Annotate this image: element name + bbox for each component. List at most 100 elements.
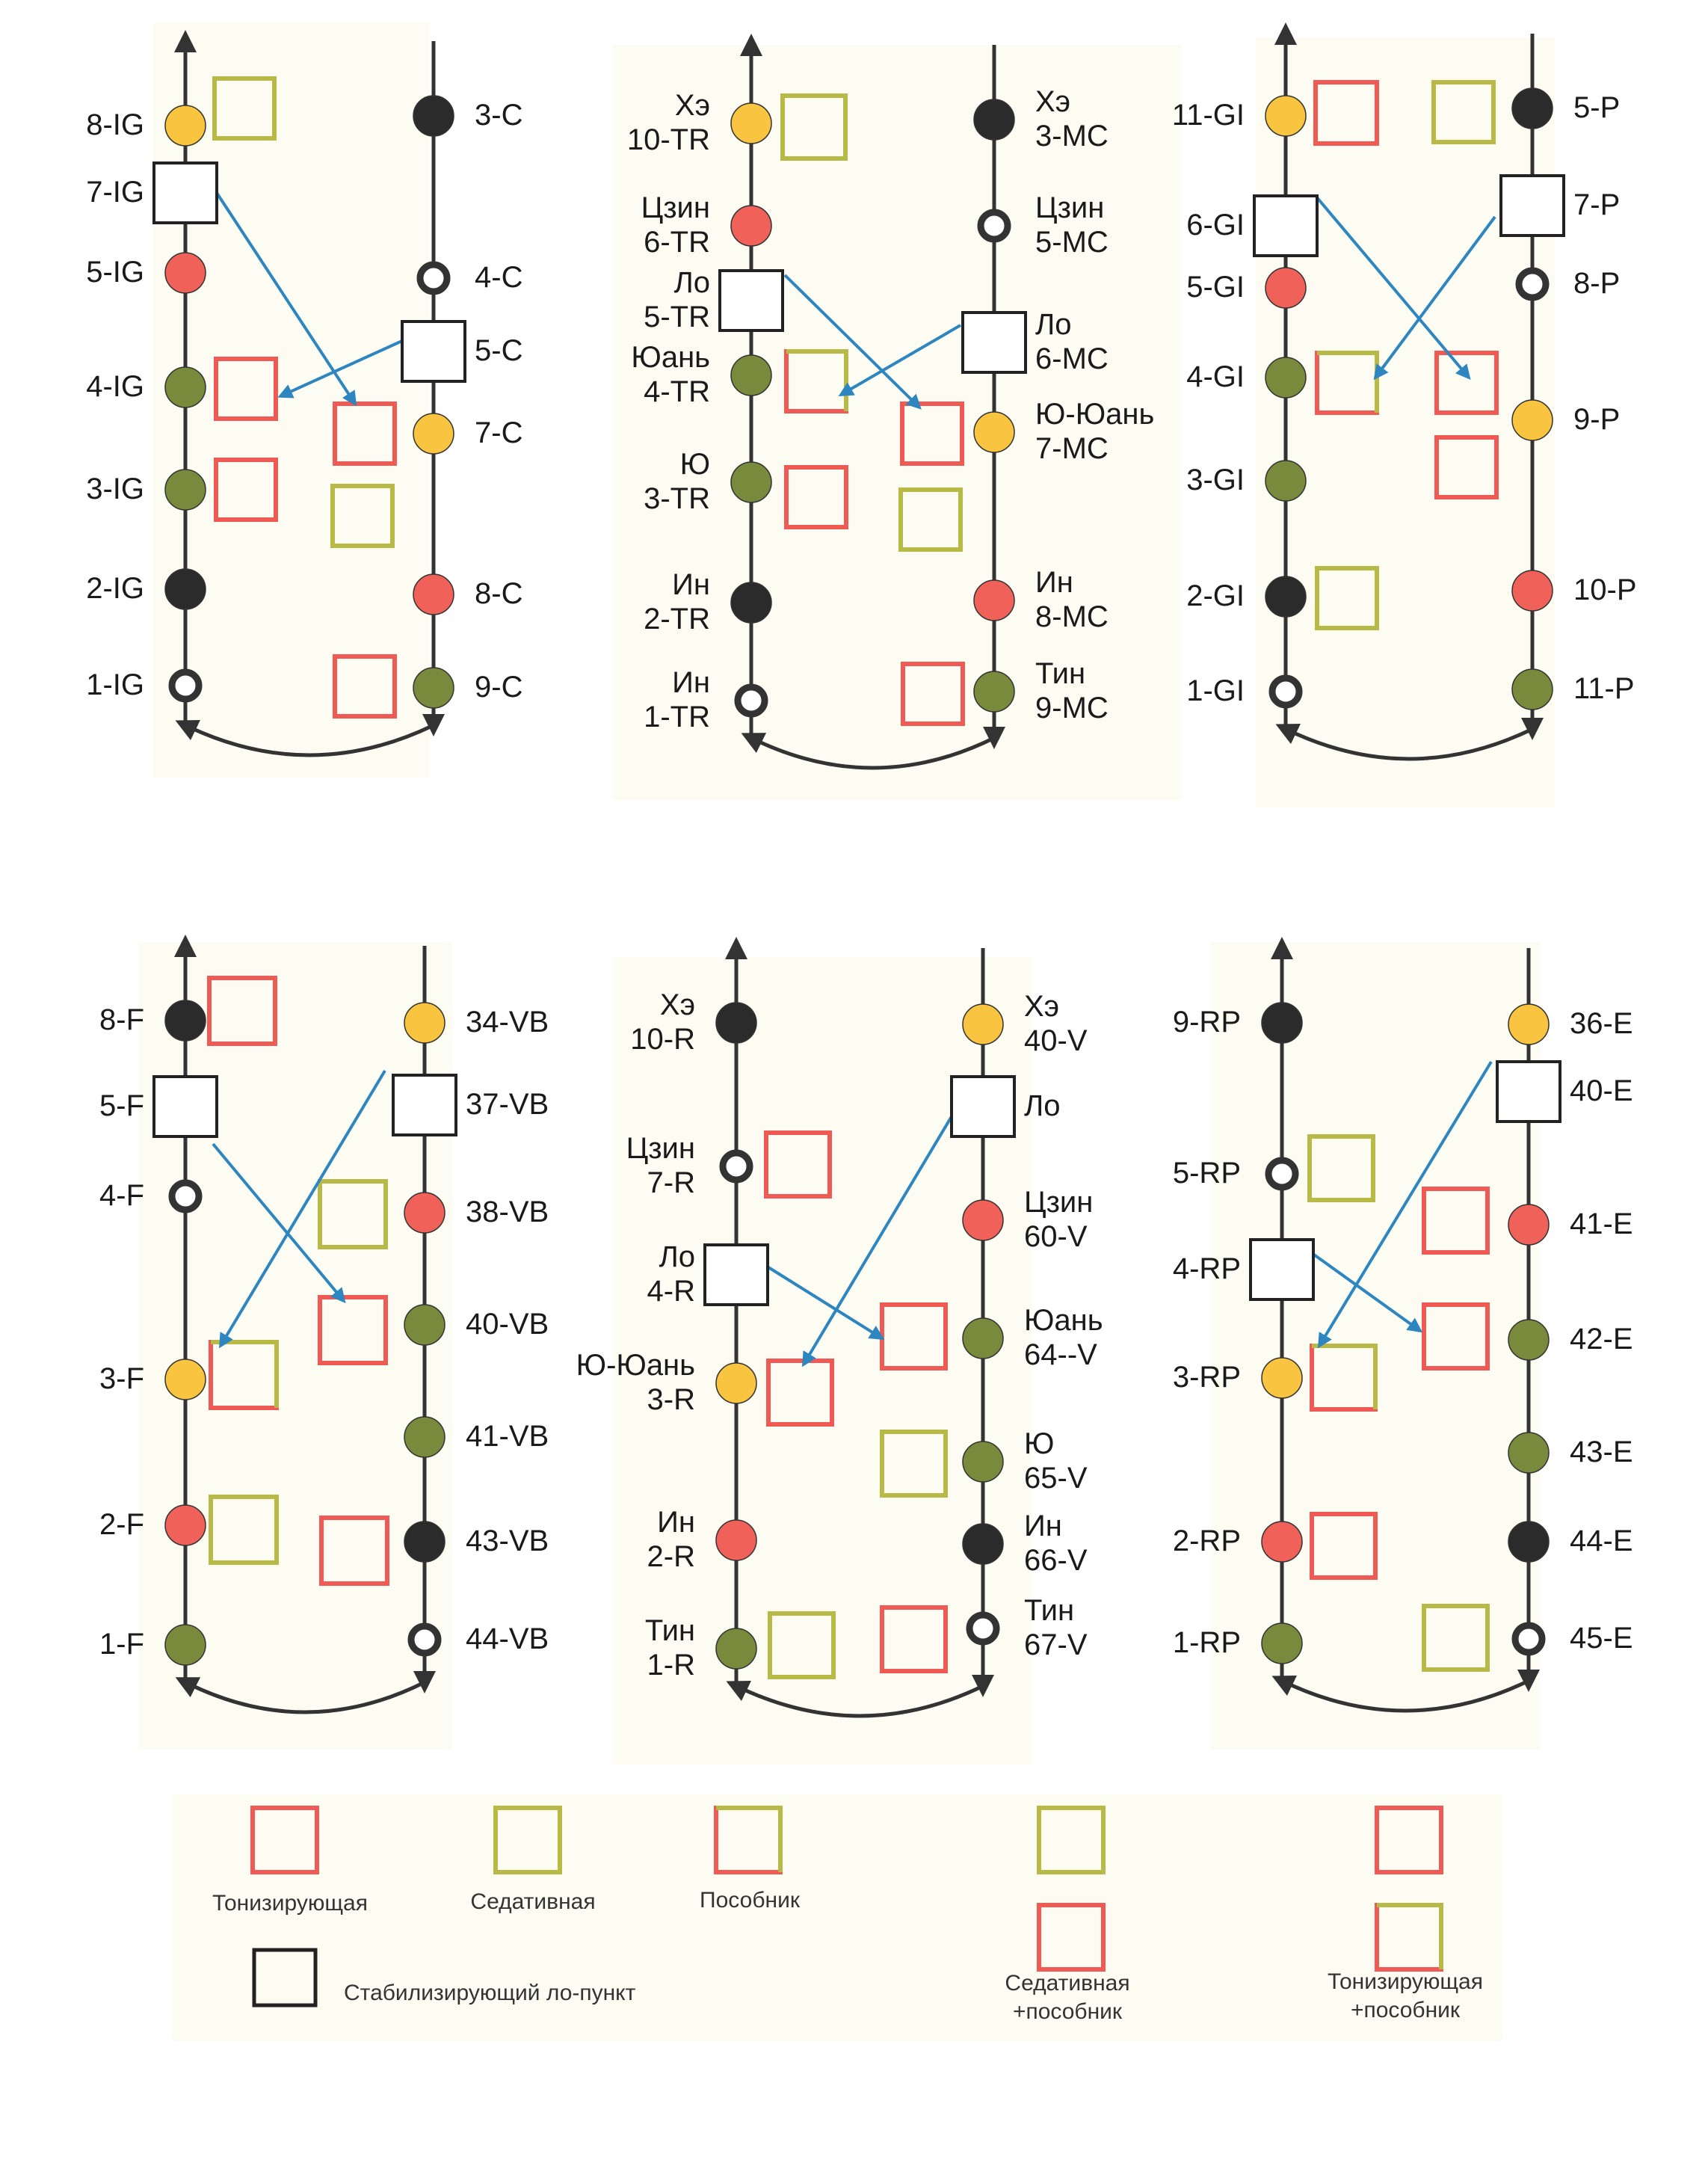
legend-tonic-helper-square-a xyxy=(1375,1806,1443,1874)
point-label: 6-GI xyxy=(1186,209,1245,241)
indicator-square-4 xyxy=(768,1611,836,1679)
point-label: Хэ xyxy=(660,988,695,1021)
lo-point-box xyxy=(1249,1238,1315,1301)
acupoint-white xyxy=(719,1149,753,1184)
point-label: Ю-Юань xyxy=(1035,398,1154,431)
acupoint-olive xyxy=(962,1441,1004,1483)
point-label: 11-GI xyxy=(1172,99,1245,132)
point-label: 4-IG xyxy=(86,370,144,403)
acupoint-yellow xyxy=(1511,399,1553,441)
point-label: 64--V xyxy=(1024,1338,1097,1371)
point-label: 37-VB xyxy=(466,1088,549,1121)
point-label: 66-V xyxy=(1024,1544,1088,1577)
acupoint-red xyxy=(962,1199,1004,1241)
acupoint-olive xyxy=(730,354,772,396)
lo-point-box xyxy=(1253,194,1319,257)
acupoint-white xyxy=(1515,267,1550,301)
point-label: 7-C xyxy=(475,416,522,449)
point-label: 5-F xyxy=(99,1089,144,1122)
lo-point-box xyxy=(950,1075,1016,1138)
point-label: Тин xyxy=(1024,1594,1074,1627)
point-label: 3-R xyxy=(647,1383,695,1416)
point-label: 5-GI xyxy=(1186,271,1245,304)
acupoint-yellow xyxy=(1265,95,1307,137)
point-label: 10-P xyxy=(1573,573,1637,606)
legend-label: Тонизирующая xyxy=(1328,1969,1483,1994)
point-label: 7-P xyxy=(1573,188,1620,221)
acupoint-black xyxy=(715,1002,757,1044)
point-label: 11-P xyxy=(1573,672,1635,705)
lo-point-box xyxy=(152,1075,218,1138)
point-label: 2-R xyxy=(647,1540,695,1573)
indicator-square-5 xyxy=(880,1605,948,1673)
point-label: Ин xyxy=(1024,1510,1062,1542)
lo-point-box xyxy=(401,320,466,383)
indicator-square-5 xyxy=(333,654,397,719)
indicator-square-4 xyxy=(330,484,395,548)
point-label: 2-F xyxy=(99,1508,144,1541)
lo-point-box xyxy=(1499,174,1565,237)
point-label: 41-VB xyxy=(466,1420,549,1453)
acupoint-olive xyxy=(164,366,206,408)
point-label: 3-F xyxy=(99,1362,144,1395)
acupoint-black xyxy=(1508,1521,1550,1563)
point-label: 7-R xyxy=(647,1166,695,1199)
point-label: Тин xyxy=(1035,657,1085,690)
point-label: 1-GI xyxy=(1186,674,1245,707)
point-label: 40-E xyxy=(1570,1074,1633,1107)
point-label: 3-IG xyxy=(86,473,144,505)
indicator-square-2 xyxy=(318,1295,388,1365)
indicator-square-2-accent xyxy=(1317,351,1379,413)
panels-layer: 8-IG7-IG5-IG4-IG3-IG2-IG1-IG3-C4-C5-C7-C… xyxy=(86,22,1637,1765)
acupoint-red xyxy=(973,579,1015,621)
indicator-square-1 xyxy=(1422,1187,1490,1255)
point-label: Цзин xyxy=(626,1132,695,1165)
indicator-square-4 xyxy=(898,487,963,552)
point-label: 3-MC xyxy=(1035,120,1109,153)
point-label: 41-E xyxy=(1570,1207,1633,1240)
acupoint-white xyxy=(734,683,768,718)
lo-point-box xyxy=(392,1074,457,1136)
point-label: 36-E xyxy=(1570,1007,1633,1040)
legend-label: Седативная xyxy=(470,1889,595,1914)
point-label: Ю-Юань xyxy=(576,1349,695,1382)
acupoint-olive xyxy=(1508,1319,1550,1361)
panel-GI-P: 11-GI6-GI5-GI4-GI3-GI2-GI1-GI5-P7-P8-P9-… xyxy=(1172,22,1637,807)
point-label: Ин xyxy=(657,1506,695,1539)
indicator-square-3 xyxy=(880,1430,948,1498)
legend-sedative-square xyxy=(493,1806,562,1874)
point-label: Ин xyxy=(672,666,710,699)
indicator-square-5 xyxy=(1315,566,1379,630)
acupoint-olive xyxy=(715,1628,757,1670)
point-label: 67-V xyxy=(1024,1628,1088,1661)
acupoint-olive xyxy=(1265,357,1307,399)
indicator-square-3-accent xyxy=(1312,1344,1378,1409)
connecting-arc xyxy=(175,719,435,757)
connecting-arc xyxy=(1271,1676,1530,1713)
indicator-square-5 xyxy=(319,1516,389,1586)
acupoint-olive xyxy=(164,469,206,511)
point-label: 1-F xyxy=(99,1628,144,1661)
connecting-arc xyxy=(175,1677,426,1714)
legend-tonic-helper-square-b-accent xyxy=(1377,1903,1443,1969)
point-label: 4-F xyxy=(99,1179,144,1212)
acupoint-white xyxy=(966,1611,1000,1646)
point-label: 4-C xyxy=(475,261,522,294)
acupoint-olive xyxy=(404,1304,446,1346)
indicator-square-3 xyxy=(333,402,397,466)
acupoint-olive xyxy=(404,1416,446,1458)
connecting-arc xyxy=(726,1681,984,1718)
point-label: 5-MC xyxy=(1035,226,1109,259)
point-label: Хэ xyxy=(1024,990,1059,1023)
point-label: Цзин xyxy=(1035,191,1104,224)
acupoint-black xyxy=(1261,1002,1303,1044)
panel-TR-MC: Хэ10-TRЦзин6-TRЛо5-TRЮань4-TRЮ3-TRИн2-TR… xyxy=(613,34,1181,800)
indicator-square-0 xyxy=(780,93,848,161)
lo-connection-arrow-0 xyxy=(212,1142,346,1304)
lo-point-box xyxy=(703,1243,769,1306)
legend-stabilizing-square xyxy=(252,1948,318,2008)
point-label: 1-IG xyxy=(86,668,144,701)
legend-label: Стабилизирующий ло-пункт xyxy=(344,1981,636,2005)
point-label: 1-R xyxy=(647,1649,695,1682)
point-label: Хэ xyxy=(1035,85,1070,118)
